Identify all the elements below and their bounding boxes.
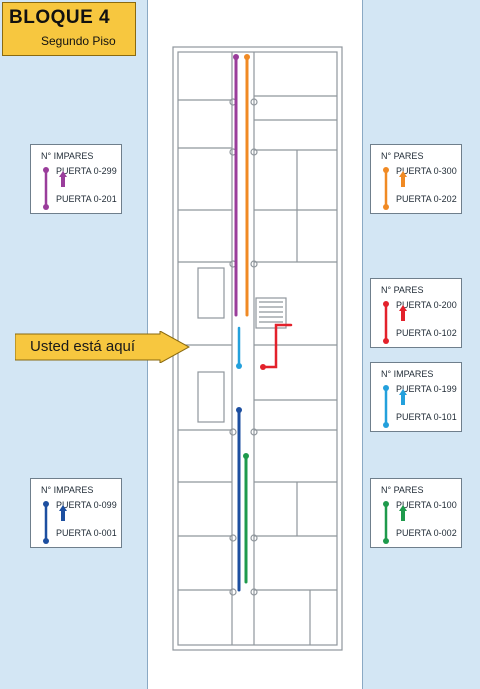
page-subtitle: Segundo Piso [41,34,116,48]
legend-impares-101-199: N° IMPARES PUERTA 0-199 PUERTA 0-101 [370,362,462,432]
legend-heading: N° PARES [381,151,424,161]
floor-walls [172,46,343,651]
legend-heading: N° PARES [381,285,424,295]
legend-arrow-icon [43,167,67,210]
legend-top-door: PUERTA 0-100 [396,500,457,510]
legend-bottom-door: PUERTA 0-002 [396,528,457,538]
legend-top-door: PUERTA 0-199 [396,384,457,394]
legend-top-door: PUERTA 0-200 [396,300,457,310]
legend-arrow-icon [383,301,407,344]
legend-pares-102-200: N° PARES PUERTA 0-200 PUERTA 0-102 [370,278,462,348]
legend-bottom-door: PUERTA 0-001 [56,528,117,538]
legend-bottom-door: PUERTA 0-102 [396,328,457,338]
legend-impares-201-299: N° IMPARES PUERTA 0-299 PUERTA 0-201 [30,144,122,214]
legend-arrow-icon [383,167,407,210]
title-box: BLOQUE 4 Segundo Piso [2,2,136,56]
legend-heading: N° IMPARES [381,369,434,379]
legend-top-door: PUERTA 0-099 [56,500,117,510]
legend-heading: N° IMPARES [41,151,94,161]
legend-impares-001-099: N° IMPARES PUERTA 0-099 PUERTA 0-001 [30,478,122,548]
legend-pares-002-100: N° PARES PUERTA 0-100 PUERTA 0-002 [370,478,462,548]
legend-arrow-icon [383,501,407,544]
route-lines [233,54,293,592]
you-are-here-arrow [15,331,190,363]
legend-pares-202-300: N° PARES PUERTA 0-300 PUERTA 0-202 [370,144,462,214]
legend-top-door: PUERTA 0-299 [56,166,117,176]
legend-arrow-icon [43,501,67,544]
you-are-here-label: Usted está aquí [30,338,136,355]
legend-bottom-door: PUERTA 0-101 [396,412,457,422]
legend-top-door: PUERTA 0-300 [396,166,457,176]
legend-arrow-icon [383,385,407,428]
route-red [261,323,293,369]
legend-heading: N° PARES [381,485,424,495]
page-title: BLOQUE 4 [9,7,111,28]
legend-bottom-door: PUERTA 0-202 [396,194,457,204]
legend-bottom-door: PUERTA 0-201 [56,194,117,204]
legend-heading: N° IMPARES [41,485,94,495]
